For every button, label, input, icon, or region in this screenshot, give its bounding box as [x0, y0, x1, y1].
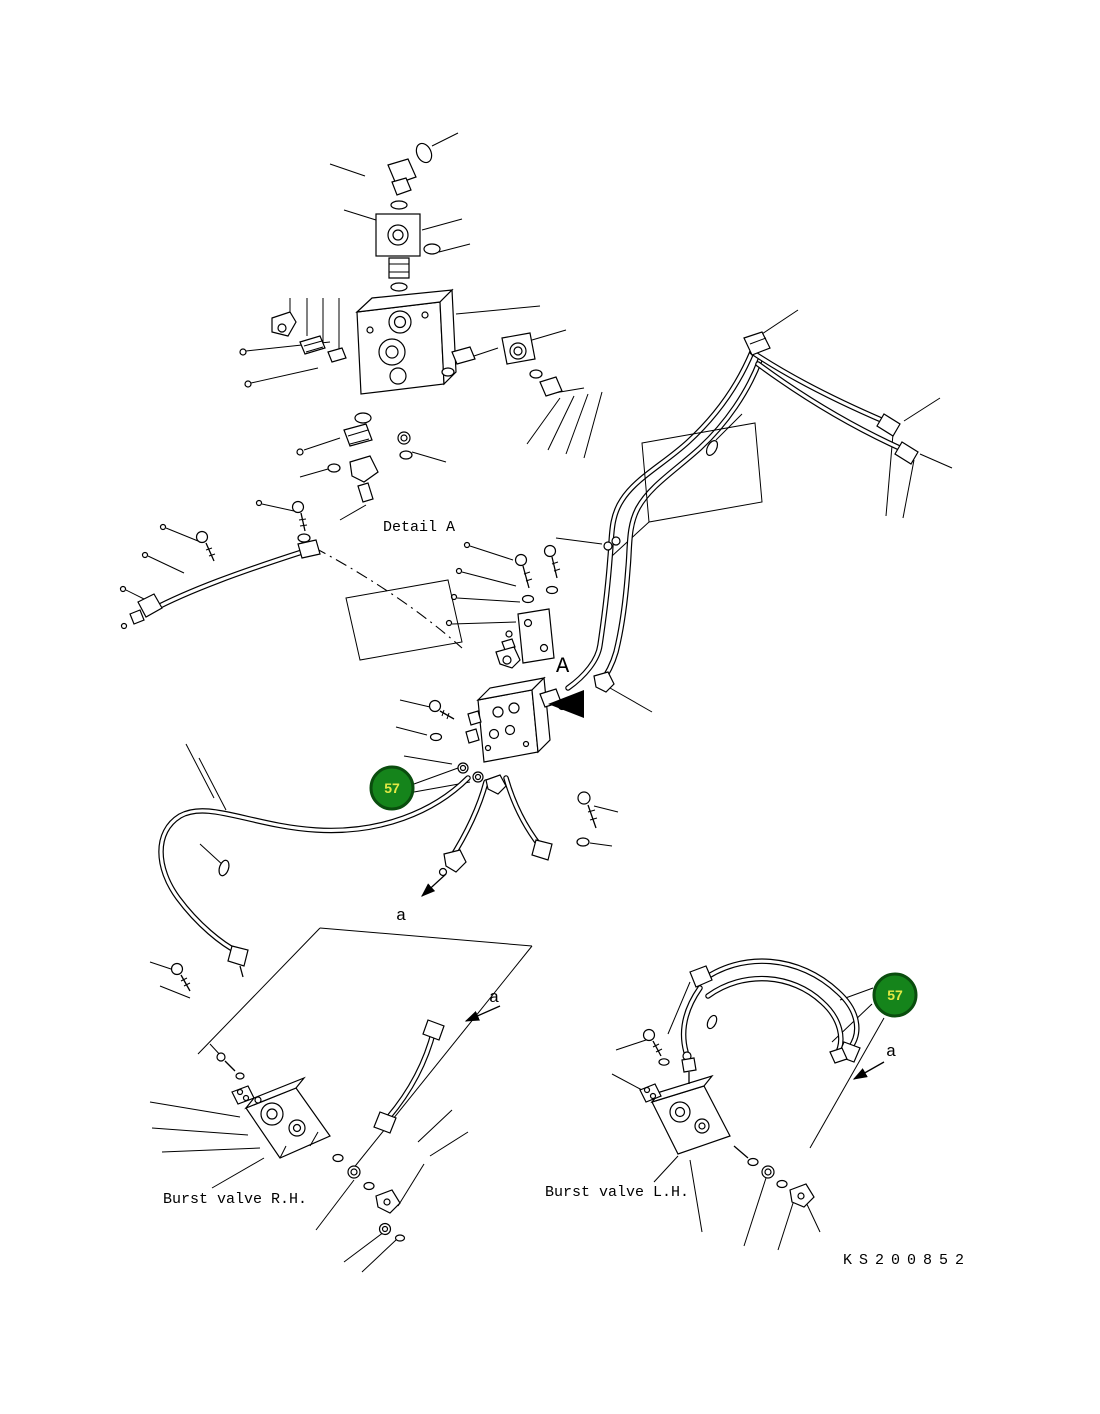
callout-number[interactable]: 57 [887, 987, 903, 1003]
center-manifold-assembly [428, 544, 615, 847]
burst-valve-rh-label: Burst valve R.H. [163, 1191, 307, 1208]
doc-code: KS200852 [843, 1252, 971, 1269]
detail-a-label: Detail A [383, 519, 455, 536]
callout-circle[interactable] [872, 972, 918, 1018]
leader-lines [119, 132, 953, 1273]
view-a-label: A [556, 654, 570, 679]
loop-hose-fittings [218, 839, 553, 978]
detail-a-assembly [271, 142, 563, 503]
direction-a-label-1: a [396, 907, 406, 926]
burst-valve-lh-assembly [639, 965, 861, 1208]
callout-number[interactable]: 57 [384, 780, 400, 796]
callout-57-center[interactable]: 57 [369, 765, 415, 811]
direction-a-label-3: a [886, 1043, 896, 1062]
burst-valve-lh-label: Burst valve L.H. [545, 1184, 689, 1201]
callout-57-right[interactable]: 57 [872, 972, 918, 1018]
callout-circle[interactable] [369, 765, 415, 811]
direction-a-label-2: a [489, 989, 499, 1008]
direction-arrows [421, 873, 885, 1080]
burst-valve-rh-assembly [170, 962, 445, 1242]
left-hose-fittings [120, 500, 463, 661]
view-a-arrow [548, 690, 584, 718]
upper-right-hose-fittings [603, 331, 919, 551]
